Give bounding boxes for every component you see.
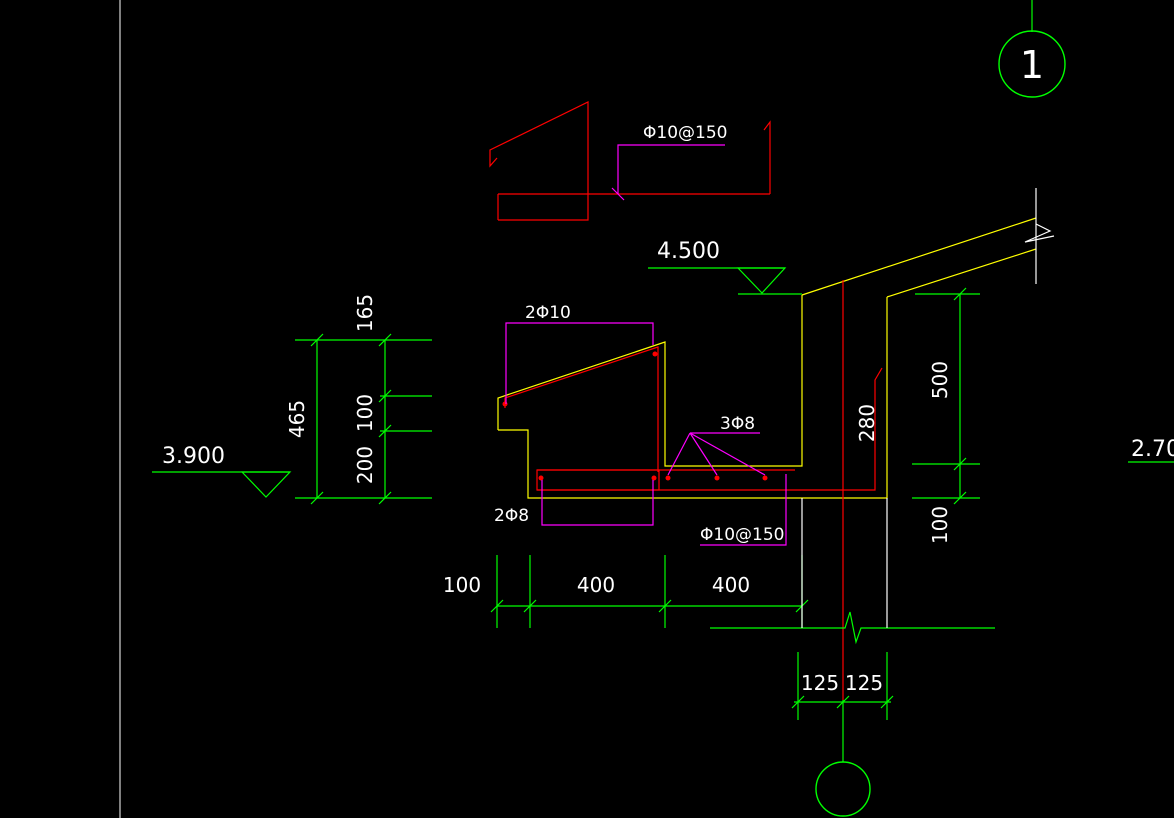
wall-lines <box>801 498 888 628</box>
rebar-label-stirrup-detail: Φ10@150 <box>643 123 727 143</box>
dim-text-wall-125b: 125 <box>845 671 883 695</box>
level-label-eave: 3.900 <box>162 444 225 469</box>
level-label-right: 2.700 <box>1131 437 1174 462</box>
axis-bubble-top-label: 1 <box>1020 43 1044 87</box>
concrete-outline <box>497 217 1037 499</box>
dimension-lines <box>152 267 1174 720</box>
rebar-label-slab-bars: Φ10@150 <box>700 525 784 545</box>
rebar-label-mid-bars: 3Φ8 <box>720 414 755 434</box>
dim-text-bottom-400a: 400 <box>577 573 615 597</box>
dim-text-left-total: 465 <box>285 400 309 438</box>
level-label-roof: 4.500 <box>657 239 720 264</box>
rebar-dots <box>502 351 768 481</box>
dim-text-right-upper: 500 <box>928 361 952 399</box>
axis-bubble-top: 1 <box>998 0 1066 98</box>
axis-bubble-bottom <box>815 700 871 817</box>
dim-text-left-top: 165 <box>353 294 377 332</box>
rebar-label-top-bars: 2Φ10 <box>525 303 571 323</box>
rebar-label-bottom-bars: 2Φ8 <box>494 506 529 526</box>
dim-text-bottom-400b: 400 <box>712 573 750 597</box>
dim-text-left-mid: 100 <box>353 394 377 432</box>
annotation-leaders <box>505 144 787 546</box>
dim-text-wall-125a: 125 <box>801 671 839 695</box>
rebar-lines <box>489 101 883 700</box>
dim-text-left-bottom: 200 <box>353 446 377 484</box>
roof-break-symbol <box>1024 188 1055 284</box>
dim-text-wall-height: 280 <box>855 404 879 442</box>
dim-text-right-lower: 100 <box>928 506 952 544</box>
dim-text-bottom-100: 100 <box>443 573 481 597</box>
